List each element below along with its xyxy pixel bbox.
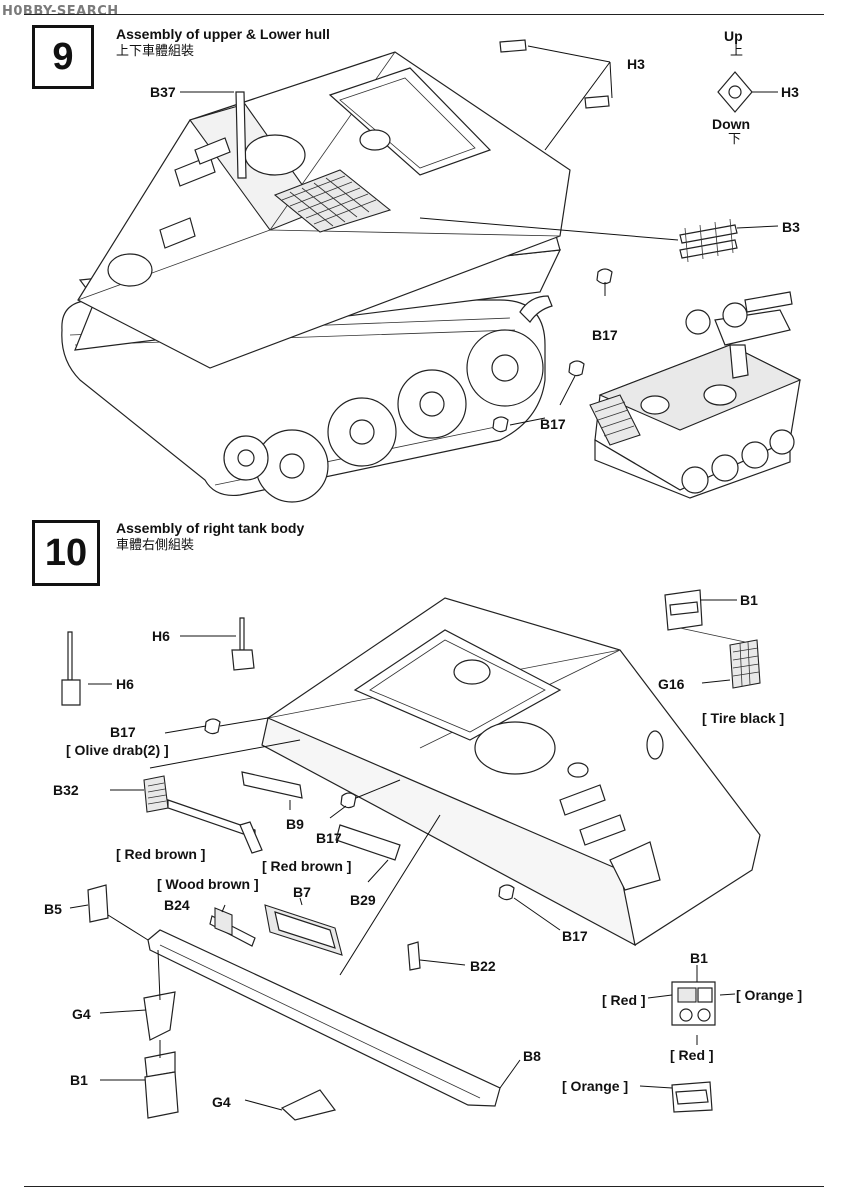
step10-title: Assembly of right tank body 車體右側組裝 xyxy=(116,520,304,554)
label-b8: B8 xyxy=(523,1048,541,1064)
label-h3-top: H3 xyxy=(627,56,645,72)
label-orange-b: [ Orange ] xyxy=(562,1078,629,1094)
label-down: Down xyxy=(712,116,751,132)
step9-number: 9 xyxy=(32,25,94,89)
label-g4-b: G4 xyxy=(212,1094,231,1110)
bottom-border-line xyxy=(24,1186,824,1187)
label-b1-right: B1 xyxy=(690,950,708,966)
step10-body-drawing xyxy=(61,589,761,1121)
label-red-b: [ Red ] xyxy=(670,1047,714,1063)
label-b17-b: B17 xyxy=(540,416,566,432)
step9-title-zh: 上下車體組裝 xyxy=(116,44,195,59)
step9-title: Assembly of upper & Lower hull 上下車體組裝 xyxy=(116,26,330,60)
label-b17-a10: B17 xyxy=(110,724,136,740)
label-b1-top: B1 xyxy=(740,592,758,608)
label-b24: B24 xyxy=(164,897,190,913)
top-border-line xyxy=(24,14,824,15)
label-b37: B37 xyxy=(150,84,176,100)
label-b7: B7 xyxy=(293,884,311,900)
label-tire-black: [ Tire black ] xyxy=(702,710,785,726)
label-red-brown-b: [ Red brown ] xyxy=(262,858,352,874)
label-b1-left: B1 xyxy=(70,1072,88,1088)
label-h6-a: H6 xyxy=(152,628,170,644)
label-up: Up xyxy=(724,28,743,44)
label-olive-drab: [ Olive drab(2) ] xyxy=(66,742,169,758)
label-orange-a: [ Orange ] xyxy=(736,987,803,1003)
label-b17-c10: B17 xyxy=(562,928,588,944)
label-red-a: [ Red ] xyxy=(602,992,646,1008)
label-up-zh: 上 xyxy=(730,44,744,59)
step10-number: 10 xyxy=(32,520,100,586)
step9-hull-drawing xyxy=(61,39,802,503)
label-b3: B3 xyxy=(782,219,800,235)
label-b32: B32 xyxy=(53,782,79,798)
label-wood-brown: [ Wood brown ] xyxy=(157,876,259,892)
label-down-zh: 下 xyxy=(728,132,742,147)
watermark: H0BBY-SEARCH xyxy=(2,4,119,19)
step9-title-en: Assembly of upper & Lower hull xyxy=(116,26,330,42)
label-b29: B29 xyxy=(350,892,376,908)
label-b5: B5 xyxy=(44,901,62,917)
label-g4-a: G4 xyxy=(72,1006,91,1022)
step10-title-en: Assembly of right tank body xyxy=(116,520,305,536)
label-h3-right: H3 xyxy=(781,84,799,100)
label-g16: G16 xyxy=(658,676,685,692)
label-b9: B9 xyxy=(286,816,304,832)
label-b17-a: B17 xyxy=(592,327,618,343)
step10-title-zh: 車體右側組裝 xyxy=(116,538,195,553)
label-red-brown-a: [ Red brown ] xyxy=(116,846,206,862)
label-h6-b: H6 xyxy=(116,676,134,692)
label-b22: B22 xyxy=(470,958,496,974)
label-b17-b10: B17 xyxy=(316,830,342,846)
